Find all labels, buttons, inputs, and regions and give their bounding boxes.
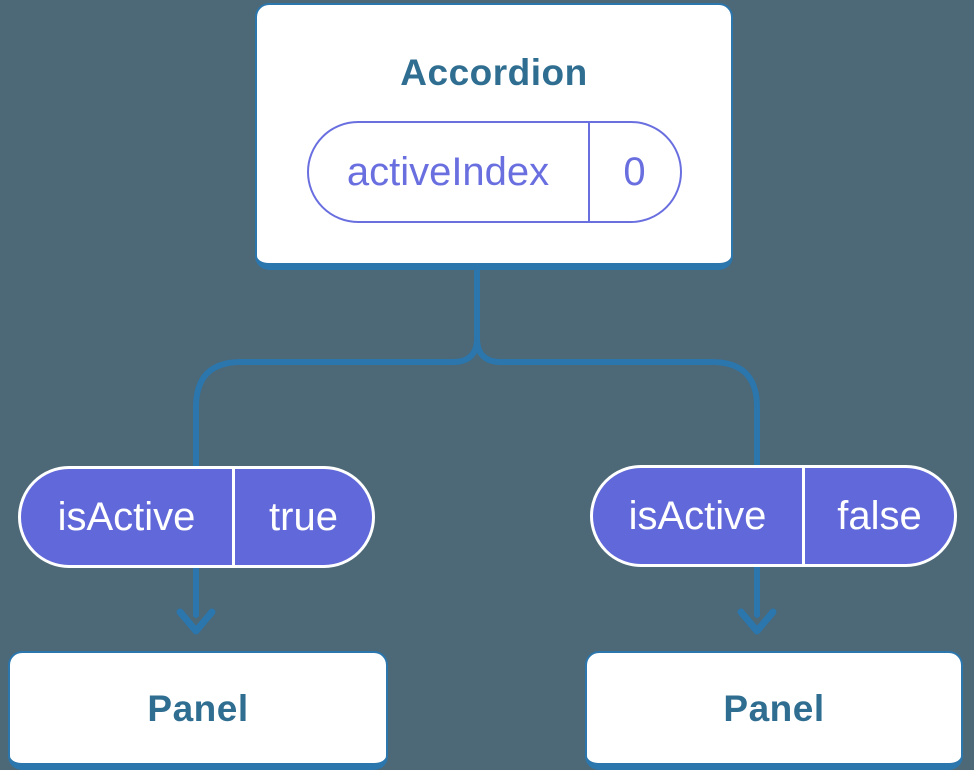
state-pill-value: 0 bbox=[623, 150, 646, 194]
prop-pill-name: isActive bbox=[57, 495, 196, 539]
accordion-node: Accordion activeIndex 0 bbox=[255, 3, 733, 270]
prop-pill-value: true bbox=[269, 495, 338, 539]
panel-node-left: Panel bbox=[8, 651, 388, 770]
pill-divider bbox=[587, 123, 590, 221]
state-pill-activeindex: activeIndex 0 bbox=[306, 121, 682, 223]
arrowhead-left-icon bbox=[176, 608, 216, 635]
pill-divider bbox=[232, 469, 235, 565]
accordion-title: Accordion bbox=[400, 52, 588, 93]
pill-divider bbox=[802, 468, 805, 564]
prop-pill-value: false bbox=[837, 494, 922, 538]
state-pill-name: activeIndex bbox=[346, 150, 550, 194]
prop-pill-isactive-false: isActive false bbox=[590, 465, 957, 567]
prop-pill-name: isActive bbox=[628, 494, 767, 538]
panel-node-right: Panel bbox=[585, 651, 963, 770]
panel-title: Panel bbox=[147, 687, 249, 729]
prop-pill-isactive-true: isActive true bbox=[18, 466, 375, 568]
arrowhead-right-icon bbox=[737, 608, 777, 635]
panel-title: Panel bbox=[723, 687, 825, 729]
